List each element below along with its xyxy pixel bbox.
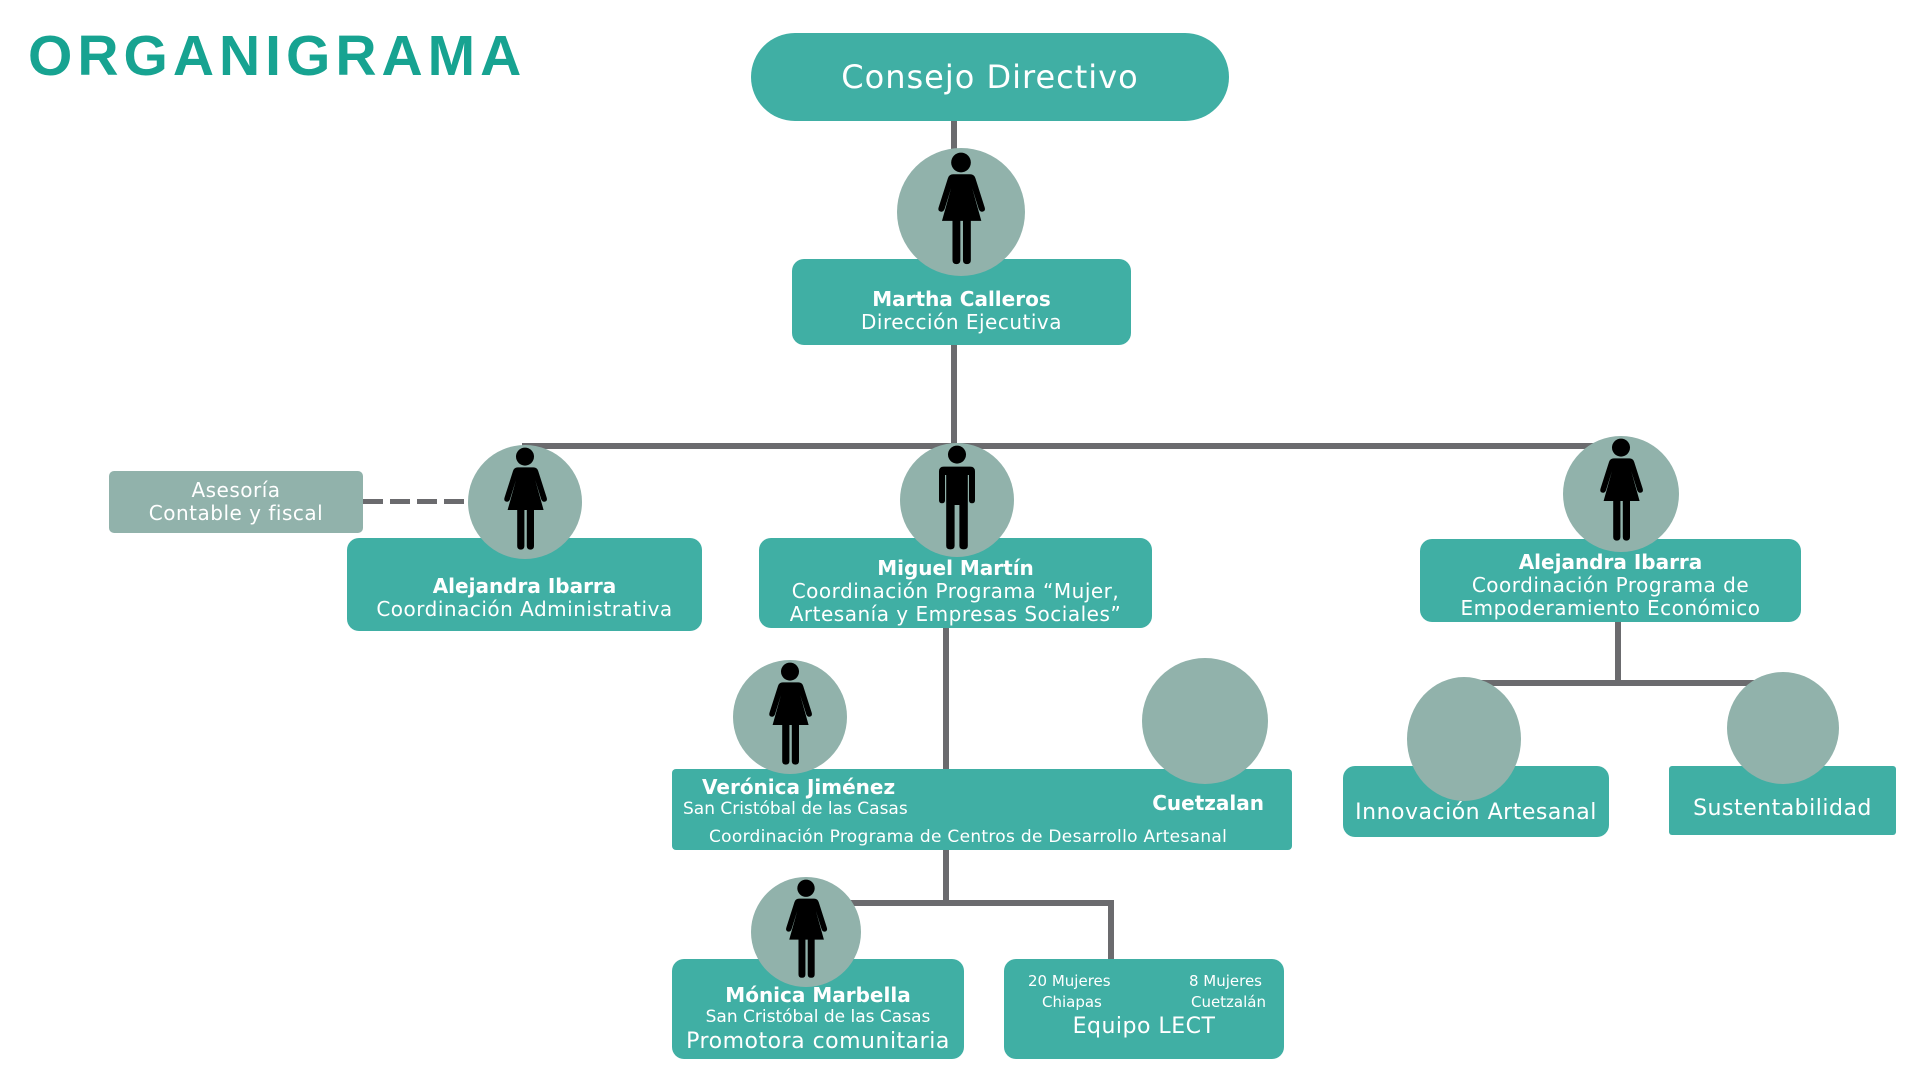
direccion-role: Dirección Ejecutiva xyxy=(860,309,1063,334)
asesoria-line1: Asesoría xyxy=(191,478,281,502)
avatar-mujer-artesania xyxy=(900,443,1014,557)
asesoria-line2: Contable y fiscal xyxy=(148,501,324,525)
connector-centros-down xyxy=(943,848,949,906)
avatar-sustentabilidad xyxy=(1727,672,1839,784)
node-consejo-directivo: Consejo Directivo xyxy=(751,33,1229,121)
woman-icon xyxy=(1595,438,1647,546)
avatar-administrativa xyxy=(468,445,582,559)
consejo-label: Consejo Directivo xyxy=(841,58,1139,96)
page-title: ORGANIGRAMA xyxy=(28,24,527,88)
empoderamiento-name: Alejandra Ibarra xyxy=(1518,549,1703,574)
man-icon xyxy=(931,445,983,553)
promotora-name: Mónica Marbella xyxy=(725,983,911,1007)
node-asesoria: Asesoría Contable y fiscal xyxy=(109,471,363,533)
administrativa-role: Coordinación Administrativa xyxy=(376,597,673,621)
equipo-left-place: Chiapas xyxy=(1042,993,1102,1011)
node-coordinacion-administrativa: Alejandra Ibarra Coordinación Administra… xyxy=(347,538,702,631)
connector-miguel-centros xyxy=(943,626,949,772)
innovacion-label: Innovación Artesanal xyxy=(1355,800,1597,825)
promotora-role: Promotora comunitaria xyxy=(686,1029,950,1054)
avatar-empoderamiento xyxy=(1563,436,1679,552)
connector-level4-horizontal xyxy=(806,900,1114,906)
node-centros-desarrollo: Verónica Jiménez San Cristóbal de las Ca… xyxy=(672,769,1292,850)
empoderamiento-role-line2: Empoderamiento Económico xyxy=(1460,595,1761,620)
avatar-innovacion xyxy=(1407,677,1521,801)
avatar-centros-veronica xyxy=(733,660,847,774)
promotora-location: San Cristóbal de las Casas xyxy=(705,1007,931,1027)
woman-icon xyxy=(781,879,831,983)
equipo-label: Equipo LECT xyxy=(1072,1014,1216,1039)
connector-empoderamiento-down xyxy=(1615,620,1621,686)
node-empoderamiento: Alejandra Ibarra Coordinación Programa d… xyxy=(1420,539,1801,622)
direccion-name: Martha Calleros xyxy=(872,286,1051,311)
sustentabilidad-label: Sustentabilidad xyxy=(1693,796,1872,821)
centros-left-location: San Cristóbal de las Casas xyxy=(683,799,908,819)
centros-right-name: Cuetzalan xyxy=(1152,791,1264,815)
mujer-artesania-role-line1: Coordinación Programa “Mujer, xyxy=(791,579,1120,603)
empoderamiento-role-line1: Coordinación Programa de xyxy=(1471,572,1750,597)
connector-equipo-down xyxy=(1108,900,1114,960)
equipo-right-place: Cuetzalán xyxy=(1190,993,1266,1011)
avatar-centros-cuetzalan xyxy=(1142,658,1268,784)
woman-icon xyxy=(499,447,551,555)
node-equipo-lect: 20 Mujeres Chiapas 8 Mujeres Cuetzalán E… xyxy=(1004,959,1284,1059)
connector-empoderamiento-horizontal xyxy=(1464,680,1756,686)
node-mujer-artesania: Miguel Martín Coordinación Programa “Muj… xyxy=(759,538,1152,628)
equipo-left-count: 20 Mujeres xyxy=(1028,972,1111,990)
centros-role: Coordinación Programa de Centros de Desa… xyxy=(709,827,1228,847)
avatar-direccion xyxy=(897,148,1025,276)
connector-level2-horizontal xyxy=(522,443,1622,449)
connector-asesoria-dashed xyxy=(363,499,471,504)
equipo-right-count: 8 Mujeres xyxy=(1188,972,1262,990)
woman-icon xyxy=(764,662,816,770)
administrativa-name: Alejandra Ibarra xyxy=(432,574,617,598)
mujer-artesania-role-line2: Artesanía y Empresas Sociales” xyxy=(789,602,1122,626)
centros-left-name: Verónica Jiménez xyxy=(702,775,896,799)
woman-icon xyxy=(933,152,989,270)
mujer-artesania-name: Miguel Martín xyxy=(877,556,1034,580)
avatar-promotora xyxy=(751,877,861,987)
